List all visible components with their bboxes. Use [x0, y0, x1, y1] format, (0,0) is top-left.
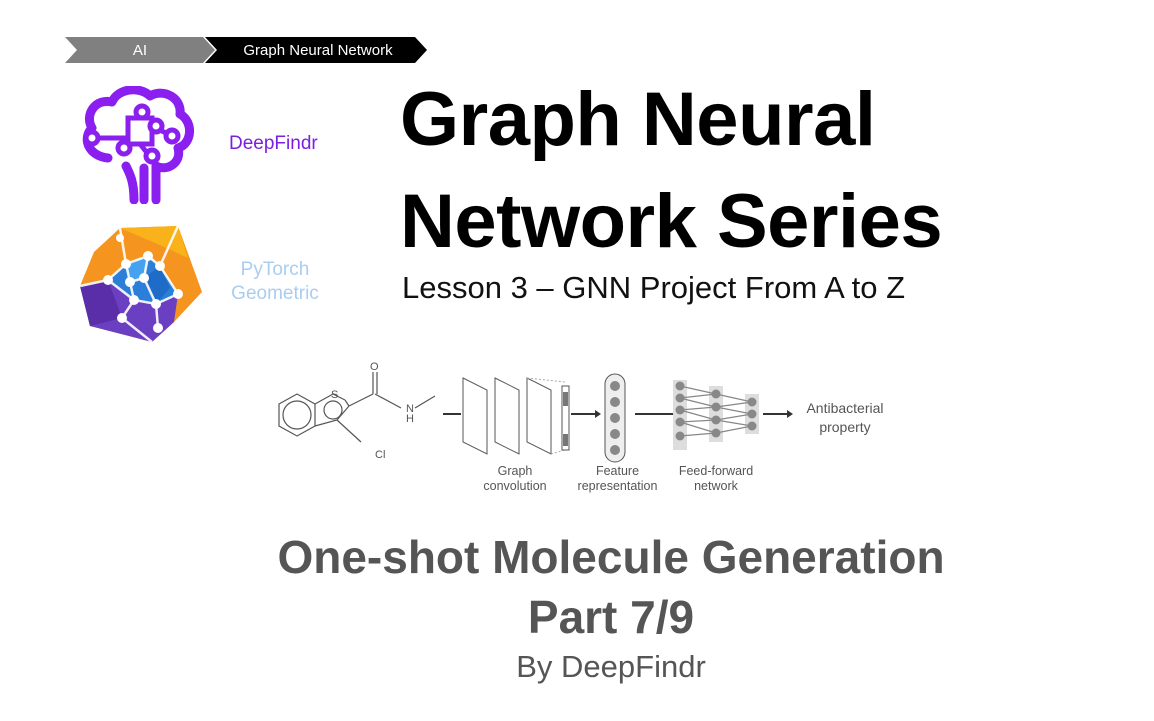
series-title-line2: Network Series [400, 179, 943, 264]
atom-sulfur: S [331, 389, 338, 401]
stage-label-line2: network [694, 479, 738, 493]
atom-hydrogen: H [406, 413, 414, 425]
episode-part: Part 7/9 [527, 591, 695, 643]
episode-author: By DeepFindr [516, 649, 706, 684]
breadcrumb-item-ai: AI [65, 37, 215, 63]
atom-nitrogen: N [406, 403, 414, 415]
stage-label-feature-representation: Feature representation [570, 464, 665, 494]
stage-label-line1: Feature [595, 464, 640, 478]
stage-label-line1: Graph [497, 464, 533, 478]
atom-oxygen: O [370, 361, 379, 373]
breadcrumb-label: AI [132, 41, 148, 59]
output-label-line2: property [819, 419, 871, 435]
breadcrumb-label: Graph Neural Network [243, 41, 393, 59]
episode-title: One-shot Molecule Generation [277, 531, 945, 583]
stage-label-feed-forward: Feed-forward network [671, 464, 761, 494]
lesson-subtitle: Lesson 3 – GNN Project From A to Z [402, 270, 906, 305]
series-title-line1: Graph Neural [400, 77, 876, 162]
stage-label-line1: Feed-forward [678, 464, 754, 478]
stage-label-line2: convolution [483, 479, 547, 493]
output-label: Antibacterial property [795, 399, 895, 437]
stage-label-line2: representation [577, 479, 658, 493]
stage-label-graph-convolution: Graph convolution [470, 464, 560, 494]
brain-logo-icon [82, 86, 194, 204]
breadcrumb-item-gnn: Graph Neural Network [205, 37, 427, 63]
atom-chlorine: Cl [375, 449, 385, 461]
pyg-label-line1: PyTorch [240, 259, 310, 280]
deepfindr-label: DeepFindr [229, 133, 318, 154]
pyg-label-line2: Geometric [231, 283, 319, 304]
pytorch-geometric-logo-icon [79, 225, 202, 343]
output-label-line1: Antibacterial [806, 400, 884, 416]
pyg-label: PyTorch Geometric [229, 258, 321, 306]
gnn-pipeline-diagram: O S N H Cl [278, 361, 793, 463]
